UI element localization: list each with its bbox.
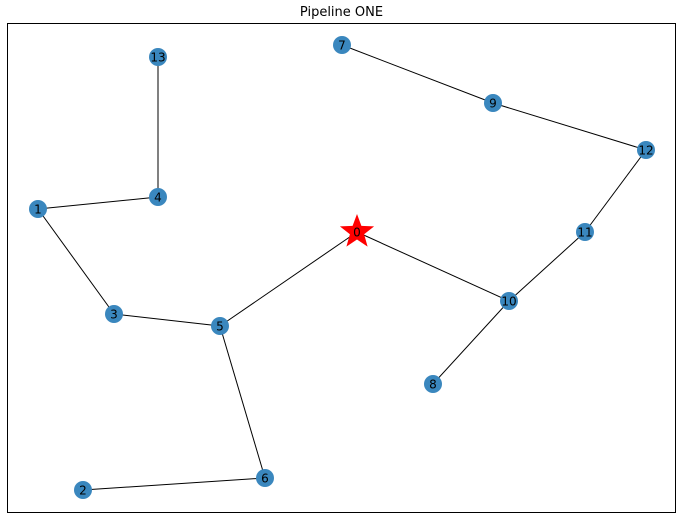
edge-12-9 <box>492 102 647 151</box>
plot-border <box>7 23 676 513</box>
node-marker <box>105 305 123 323</box>
node-label: 2 <box>79 484 87 498</box>
node-marker <box>149 188 167 206</box>
node-5: 5 <box>211 317 229 335</box>
node-10: 10 <box>500 292 518 310</box>
edge-11-12 <box>584 149 647 233</box>
edge-0-5 <box>219 231 358 327</box>
node-12: 12 <box>637 141 655 159</box>
edge-6-2 <box>82 477 266 491</box>
node-marker <box>484 94 502 112</box>
node-13: 13 <box>149 48 167 66</box>
root-star-icon <box>339 214 375 247</box>
node-11: 11 <box>576 223 594 241</box>
node-marker <box>29 200 47 218</box>
edge-5-3 <box>113 313 221 327</box>
edge-9-7 <box>341 44 494 104</box>
node-label: 1 <box>34 203 42 217</box>
node-marker <box>74 481 92 499</box>
node-label: 4 <box>154 191 162 205</box>
node-9: 9 <box>484 94 502 112</box>
node-8: 8 <box>424 375 442 393</box>
node-label: 5 <box>216 320 224 334</box>
node-label: 13 <box>150 51 165 65</box>
edge-3-1 <box>37 208 115 315</box>
node-marker <box>256 469 274 487</box>
edge-10-8 <box>432 300 510 385</box>
edge-5-6 <box>219 325 266 479</box>
edge-10-11 <box>508 231 586 302</box>
node-7: 7 <box>333 36 351 54</box>
edge-1-4 <box>37 196 159 210</box>
node-label: 8 <box>429 378 437 392</box>
node-1: 1 <box>29 200 47 218</box>
node-4: 4 <box>149 188 167 206</box>
edge-layer <box>37 44 647 491</box>
node-label: 11 <box>577 226 592 240</box>
node-marker <box>149 48 167 66</box>
node-3: 3 <box>105 305 123 323</box>
node-label: 0 <box>353 226 361 240</box>
node-label: 10 <box>501 295 516 309</box>
node-2: 2 <box>74 481 92 499</box>
node-label: 6 <box>261 472 269 486</box>
node-label: 7 <box>338 39 346 53</box>
edge-0-10 <box>356 231 510 302</box>
node-6: 6 <box>256 469 274 487</box>
node-label: 3 <box>110 308 118 322</box>
node-marker <box>637 141 655 159</box>
node-marker <box>576 223 594 241</box>
node-label: 12 <box>638 144 653 158</box>
node-marker <box>424 375 442 393</box>
node-marker <box>500 292 518 310</box>
node-0: 0 <box>339 214 375 247</box>
chart-title: Pipeline ONE <box>299 5 384 20</box>
node-marker <box>333 36 351 54</box>
node-marker <box>211 317 229 335</box>
node-label: 9 <box>489 97 497 111</box>
